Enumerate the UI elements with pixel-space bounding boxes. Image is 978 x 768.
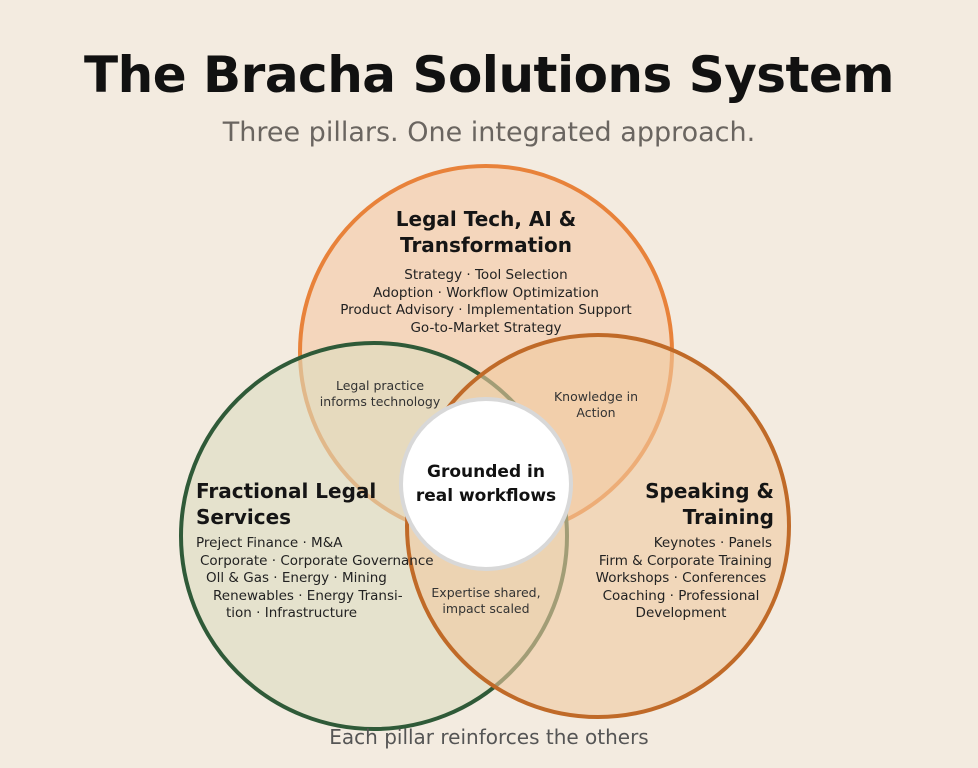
list-item: Corporate · Corporate Governance [200,552,434,569]
pillar-title-legal-tech: Legal Tech, AI & Transformation [300,206,672,258]
list-item: Development [635,605,727,621]
list-item: Oll & Gas · Energy · Mining [206,570,387,586]
page-subtitle: Three pillars. One integrated approach. [222,117,756,148]
footer-caption: Each pillar reinforces the others [329,725,649,749]
title-line: Training [682,505,774,529]
overlap-label-top-right: Knowledge in Action [526,389,666,421]
list-item: Strategy · Tool Selection [404,267,568,283]
list-item: Coaching · Professional [602,587,760,604]
list-item: Workshops · Conferences [595,570,767,586]
list-item: Adoption · Workflow Optimization [373,284,599,301]
center-circle [399,397,573,571]
overlap-line: Knowledge in [553,389,639,404]
list-item: Keynotes · Panels [653,535,772,551]
title-line: Legal Tech, AI & [395,207,577,231]
overlap-line: impact scaled [442,601,530,616]
list-item: Go-to-Market Strategy [410,319,562,336]
list-item: tion · Infrastructure [226,605,358,621]
title-line: Fractional Legal [196,479,377,503]
overlap-label-left-right: Expertise shared, impact scaled [416,585,556,617]
pillar-items-fractional-legal: Preject Finance · M&A Corporate · Corpor… [196,535,434,623]
overlap-line: Legal practice [335,378,425,393]
title-line: Services [196,505,292,529]
center-label: Grounded in real workflows [400,460,572,508]
pillar-items-legal-tech: Strategy · Tool Selection Adoption · Wor… [300,267,672,337]
list-item: Preject Finance · M&A [196,535,343,551]
center-line: Grounded in [427,462,545,482]
pillar-title-speaking-training: Speaking & Training [580,478,774,530]
overlap-label-top-left: Legal practice informs technology [300,378,460,410]
pillar-title-fractional-legal: Fractional Legal Services [196,478,376,530]
list-item: Product Advisory · Implementation Suppor… [340,302,632,318]
page-title: The Bracha Solutions System [84,46,894,104]
title-line: Transformation [400,233,572,257]
list-item: Firm & Corporate Training [598,552,772,569]
overlap-line: Expertise shared, [431,585,541,600]
overlap-line: Action [576,405,616,420]
title-line: Speaking & [645,479,774,503]
list-item: Renewables · Energy Transi- [213,587,403,604]
center-line: real workflows [415,486,557,506]
pillar-items-speaking-training: Keynotes · Panels Firm & Corporate Train… [590,535,772,623]
overlap-line: informs technology [319,394,441,409]
